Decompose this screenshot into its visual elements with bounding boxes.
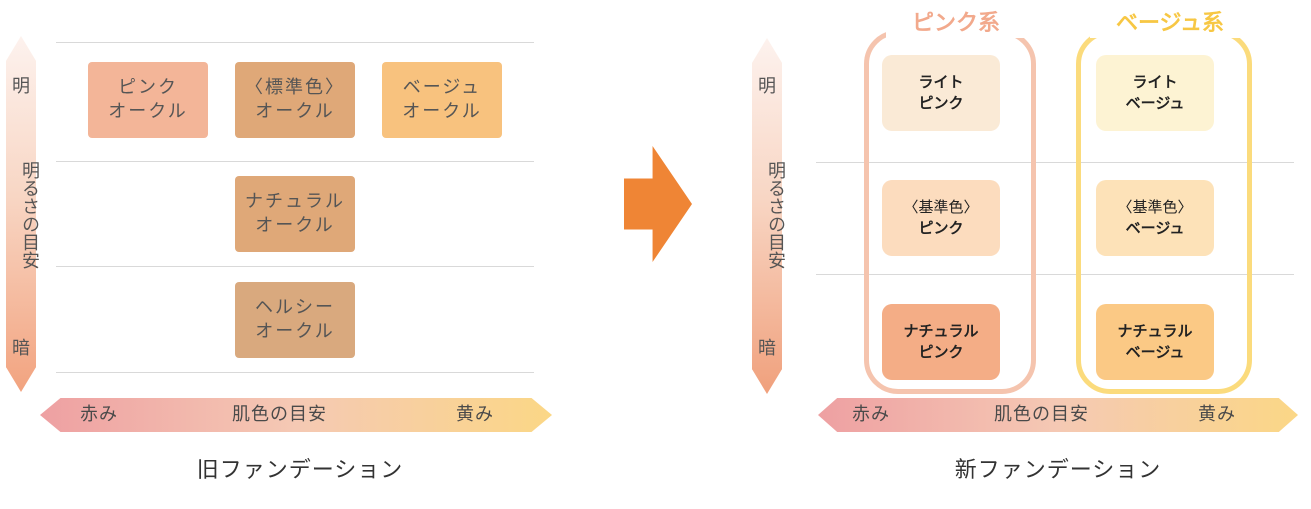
axis-label-yellow: 黄み xyxy=(1198,404,1236,425)
grid-line xyxy=(56,161,534,162)
swatch-label-line2: ベージュ xyxy=(1125,343,1185,361)
swatch-natural-beige: ナチュラル ベージュ xyxy=(1096,304,1214,380)
swatch-label-line2: ピンク xyxy=(918,343,964,361)
swatch-label-line1: ナチュラル xyxy=(245,191,345,212)
swatch-standard-beige: 〈基準色〉 ベージュ xyxy=(1096,180,1214,256)
swatch-label-line2: ベージュ xyxy=(1125,94,1185,112)
axis-label-brightness: 明るさの目安 xyxy=(765,161,786,269)
swatch-label-line1: ピンク xyxy=(118,77,178,98)
swatch-label-line2: ピンク xyxy=(918,219,964,237)
swatch-label-line1: ベージュ xyxy=(402,77,482,98)
grid-line xyxy=(56,372,534,373)
beige-group-title: ベージュ系 xyxy=(1090,10,1250,38)
swatch-label-line1: 〈標準色〉 xyxy=(245,77,345,98)
grid-line xyxy=(56,42,534,43)
swatch-healthy-ochre: ヘルシー オークル xyxy=(235,282,355,358)
swatch-label-line1: ライト xyxy=(1132,73,1178,91)
swatch-standard-pink: 〈基準色〉 ピンク xyxy=(882,180,1000,256)
swatch-label-line2: オークル xyxy=(255,321,335,342)
skin-tone-axis-arrow xyxy=(40,398,552,432)
axis-label-bright: 明 xyxy=(12,76,30,97)
swatch-label-line2: オークル xyxy=(255,101,335,122)
axis-label-dark: 暗 xyxy=(12,338,30,359)
swatch-natural-ochre: ナチュラル オークル xyxy=(235,176,355,252)
swatch-pink-ochre: ピンク オークル xyxy=(88,62,208,138)
pink-group-title: ピンク系 xyxy=(886,10,1026,38)
axis-label-red: 赤み xyxy=(80,404,118,425)
swatch-label-line1: ナチュラル xyxy=(1117,322,1193,340)
swatch-label-line1: 〈基準色〉 xyxy=(903,198,979,216)
axis-label-bright: 明 xyxy=(758,76,776,97)
swatch-label-line2: オークル xyxy=(108,101,188,122)
swatch-light-beige: ライト ベージュ xyxy=(1096,55,1214,131)
old-foundation-caption: 旧ファンデーション xyxy=(196,458,404,483)
grid-line xyxy=(816,162,1294,163)
axis-label-brightness: 明るさの目安 xyxy=(19,161,40,269)
axis-label-yellow: 黄み xyxy=(456,404,494,425)
swatch-label-line1: 〈基準色〉 xyxy=(1117,198,1193,216)
swatch-standard-ochre: 〈標準色〉 オークル xyxy=(235,62,355,138)
swatch-label-line1: ナチュラル xyxy=(903,322,979,340)
axis-label-skin-tone: 肌色の目安 xyxy=(994,404,1089,425)
grid-line xyxy=(816,274,1294,275)
swatch-label-line2: オークル xyxy=(402,101,482,122)
swatch-light-pink: ライト ピンク xyxy=(882,55,1000,131)
brightness-axis-arrow xyxy=(6,36,36,392)
skin-tone-axis-arrow xyxy=(818,398,1298,432)
swatch-label-line2: オークル xyxy=(255,215,335,236)
swatch-label-line1: ヘルシー xyxy=(255,297,335,318)
swatch-label-line2: ピンク xyxy=(918,94,964,112)
right-arrow-icon xyxy=(624,146,692,262)
swatch-beige-ochre: ベージュ オークル xyxy=(382,62,502,138)
swatch-label-line2: ベージュ xyxy=(1125,219,1185,237)
brightness-axis-arrow xyxy=(752,38,782,394)
axis-label-red: 赤み xyxy=(852,404,890,425)
axis-label-skin-tone: 肌色の目安 xyxy=(232,404,327,425)
swatch-label-line1: ライト xyxy=(918,73,964,91)
axis-label-dark: 暗 xyxy=(758,338,776,359)
new-foundation-caption: 新ファンデーション xyxy=(954,458,1162,483)
swatch-natural-pink: ナチュラル ピンク xyxy=(882,304,1000,380)
grid-line xyxy=(56,266,534,267)
